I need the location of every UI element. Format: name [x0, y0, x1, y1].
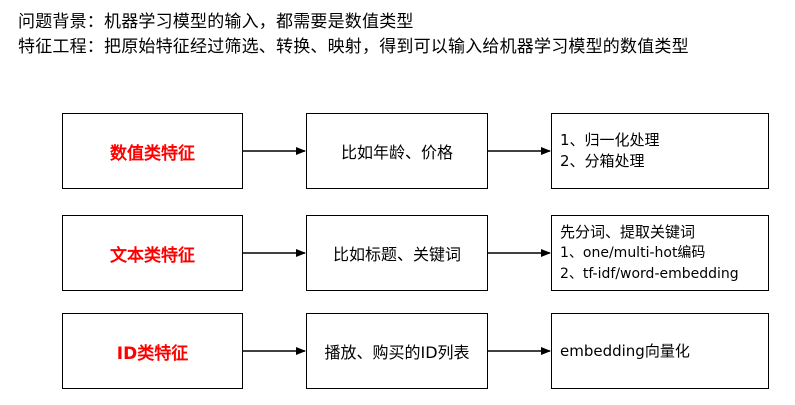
method-box-numeric: 1、归一化处理 2、分箱处理	[551, 113, 769, 189]
category-box-text: 文本类特征	[62, 215, 243, 291]
category-label-text: 文本类特征	[110, 245, 195, 266]
example-box-numeric: 比如年龄、价格	[306, 113, 488, 189]
example-text-numeric: 比如年龄、价格	[340, 143, 453, 162]
example-box-text: 比如标题、关键词	[306, 215, 488, 291]
method-line: 1、one/multi-hot编码	[560, 244, 706, 261]
example-text-text: 比如标题、关键词	[332, 245, 461, 264]
method-line: 2、tf-idf/word-embedding	[560, 265, 739, 282]
method-line: 1、归一化处理	[560, 131, 660, 149]
method-line: 先分词、提取关键词	[560, 222, 696, 241]
example-box-id: 播放、购买的ID列表	[306, 313, 488, 389]
example-text-id: 播放、购买的ID列表	[324, 343, 470, 362]
category-box-id: ID类特征	[62, 313, 243, 389]
category-label-numeric: 数值类特征	[110, 143, 195, 164]
category-box-numeric: 数值类特征	[62, 113, 243, 189]
problem-background-text: 问题背景：机器学习模型的输入，都需要是数值类型	[18, 12, 414, 32]
method-box-text: 先分词、提取关键词 1、one/multi-hot编码 2、tf-idf/wor…	[551, 215, 769, 291]
method-box-id: embedding向量化	[551, 313, 769, 389]
category-label-id: ID类特征	[116, 343, 189, 364]
method-line: embedding向量化	[560, 341, 690, 360]
feature-engineering-text: 特征工程：把原始特征经过筛选、转换、映射，得到可以输入给机器学习模型的数值类型	[18, 37, 689, 57]
method-line: 2、分箱处理	[560, 152, 645, 170]
